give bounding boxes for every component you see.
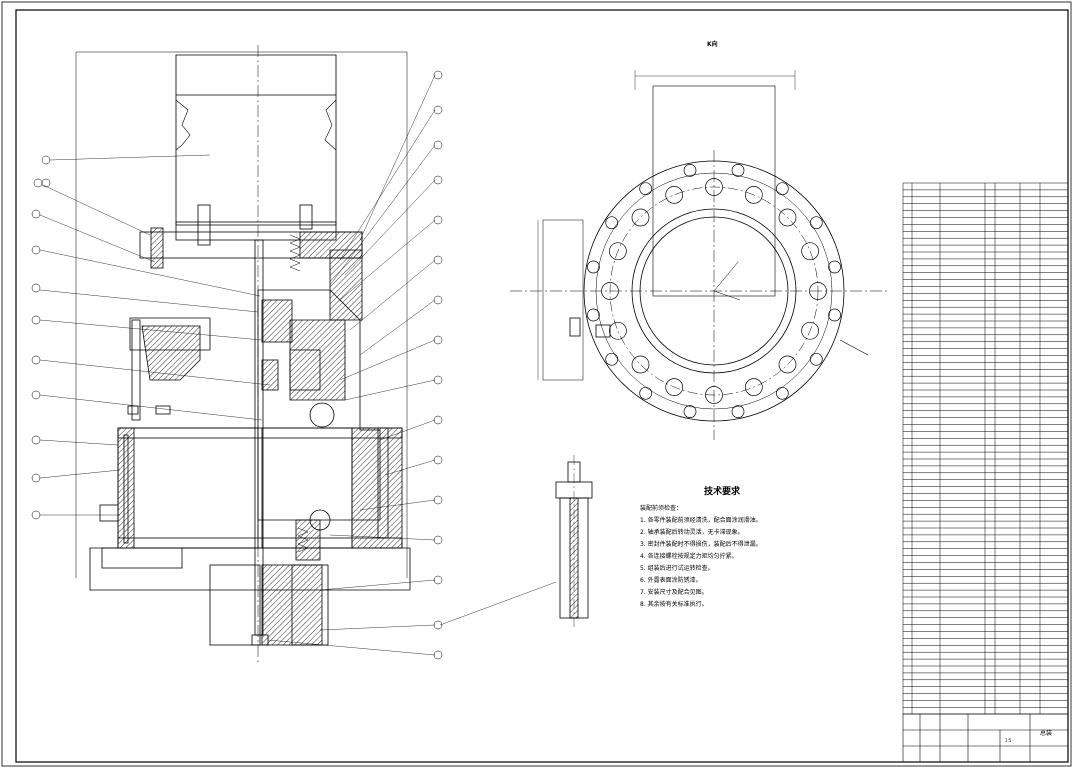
flange-hole xyxy=(828,260,841,274)
flange-hole xyxy=(639,182,653,196)
flange-hole xyxy=(587,308,600,322)
bolt-hex-icon xyxy=(778,208,797,227)
bolt-hex-icon xyxy=(609,321,627,340)
bolt-hex-icon xyxy=(601,282,619,300)
flange-hole xyxy=(828,308,841,322)
bolt-hex-icon xyxy=(705,178,723,196)
inner-frame xyxy=(15,9,1069,763)
tech-req-line: 2. 轴承装配后转动灵活，无卡滞现象。 xyxy=(640,528,744,536)
flange-hole xyxy=(605,216,619,230)
bolt-hex-icon xyxy=(705,386,723,404)
main-section-view xyxy=(31,45,443,665)
flange-hole xyxy=(683,405,697,418)
tech-req-line: 3. 密封件装配时不得损伤，装配后不得泄漏。 xyxy=(640,540,762,548)
title-block-drawing-name: 总装 xyxy=(1040,729,1052,737)
tech-requirements: 技术要求 装配前须检查： 1. 各零件装配前须经清洗，配合面涂润滑油。 2. 轴… xyxy=(640,485,762,608)
tech-req-line: 5. 组装后进行试运转检查。 xyxy=(640,564,714,572)
flange-bolt-holes xyxy=(587,164,841,418)
k-view-flange xyxy=(510,70,890,440)
flange-hole xyxy=(775,182,789,196)
bolt-hex-icon xyxy=(665,378,684,396)
title-block-scale: 1:5 xyxy=(1005,738,1012,743)
bolt-hex-icon xyxy=(665,186,684,204)
parts-list-table xyxy=(902,182,1069,715)
flange-hole xyxy=(639,386,653,400)
parts-list-frame xyxy=(902,182,1069,715)
flange-hole xyxy=(731,164,745,177)
tech-req-line: 1. 各零件装配前须经清洗，配合面涂润滑油。 xyxy=(640,516,762,524)
view-title-k: K向 xyxy=(707,40,718,48)
tech-req-line: 4. 各连接螺栓按规定力矩均匀拧紧。 xyxy=(640,552,738,560)
flange-hole xyxy=(605,352,619,366)
bolt-hex-icon xyxy=(809,282,827,300)
bolt-hex-icon xyxy=(631,208,650,227)
flange-hole xyxy=(731,405,745,418)
flange-hole xyxy=(683,164,697,177)
flange-hole xyxy=(809,216,823,230)
bolt-hex-icon xyxy=(801,242,819,261)
tech-req-line: 7. 安装尺寸及配合见图。 xyxy=(640,588,708,596)
flange-hole xyxy=(809,352,823,366)
tech-req-line: 8. 其余按有关标准执行。 xyxy=(640,600,708,608)
detail-shaft-view xyxy=(439,455,593,630)
bolt-hex-icon xyxy=(631,355,650,374)
tech-requirements-title: 技术要求 xyxy=(704,485,741,497)
flange-hole xyxy=(775,386,789,400)
tech-req-line: 6. 外露表面涂防锈漆。 xyxy=(640,576,702,584)
bolt-hex-icon xyxy=(744,378,763,396)
flange-hole xyxy=(587,260,600,274)
bolt-hex-icon xyxy=(778,355,797,374)
bolt-hex-icon xyxy=(801,321,819,340)
title-block xyxy=(902,713,1069,763)
tech-req-line: 装配前须检查： xyxy=(640,504,682,512)
bolt-hex-icon xyxy=(609,242,627,261)
bolt-hex-icon xyxy=(744,186,763,204)
